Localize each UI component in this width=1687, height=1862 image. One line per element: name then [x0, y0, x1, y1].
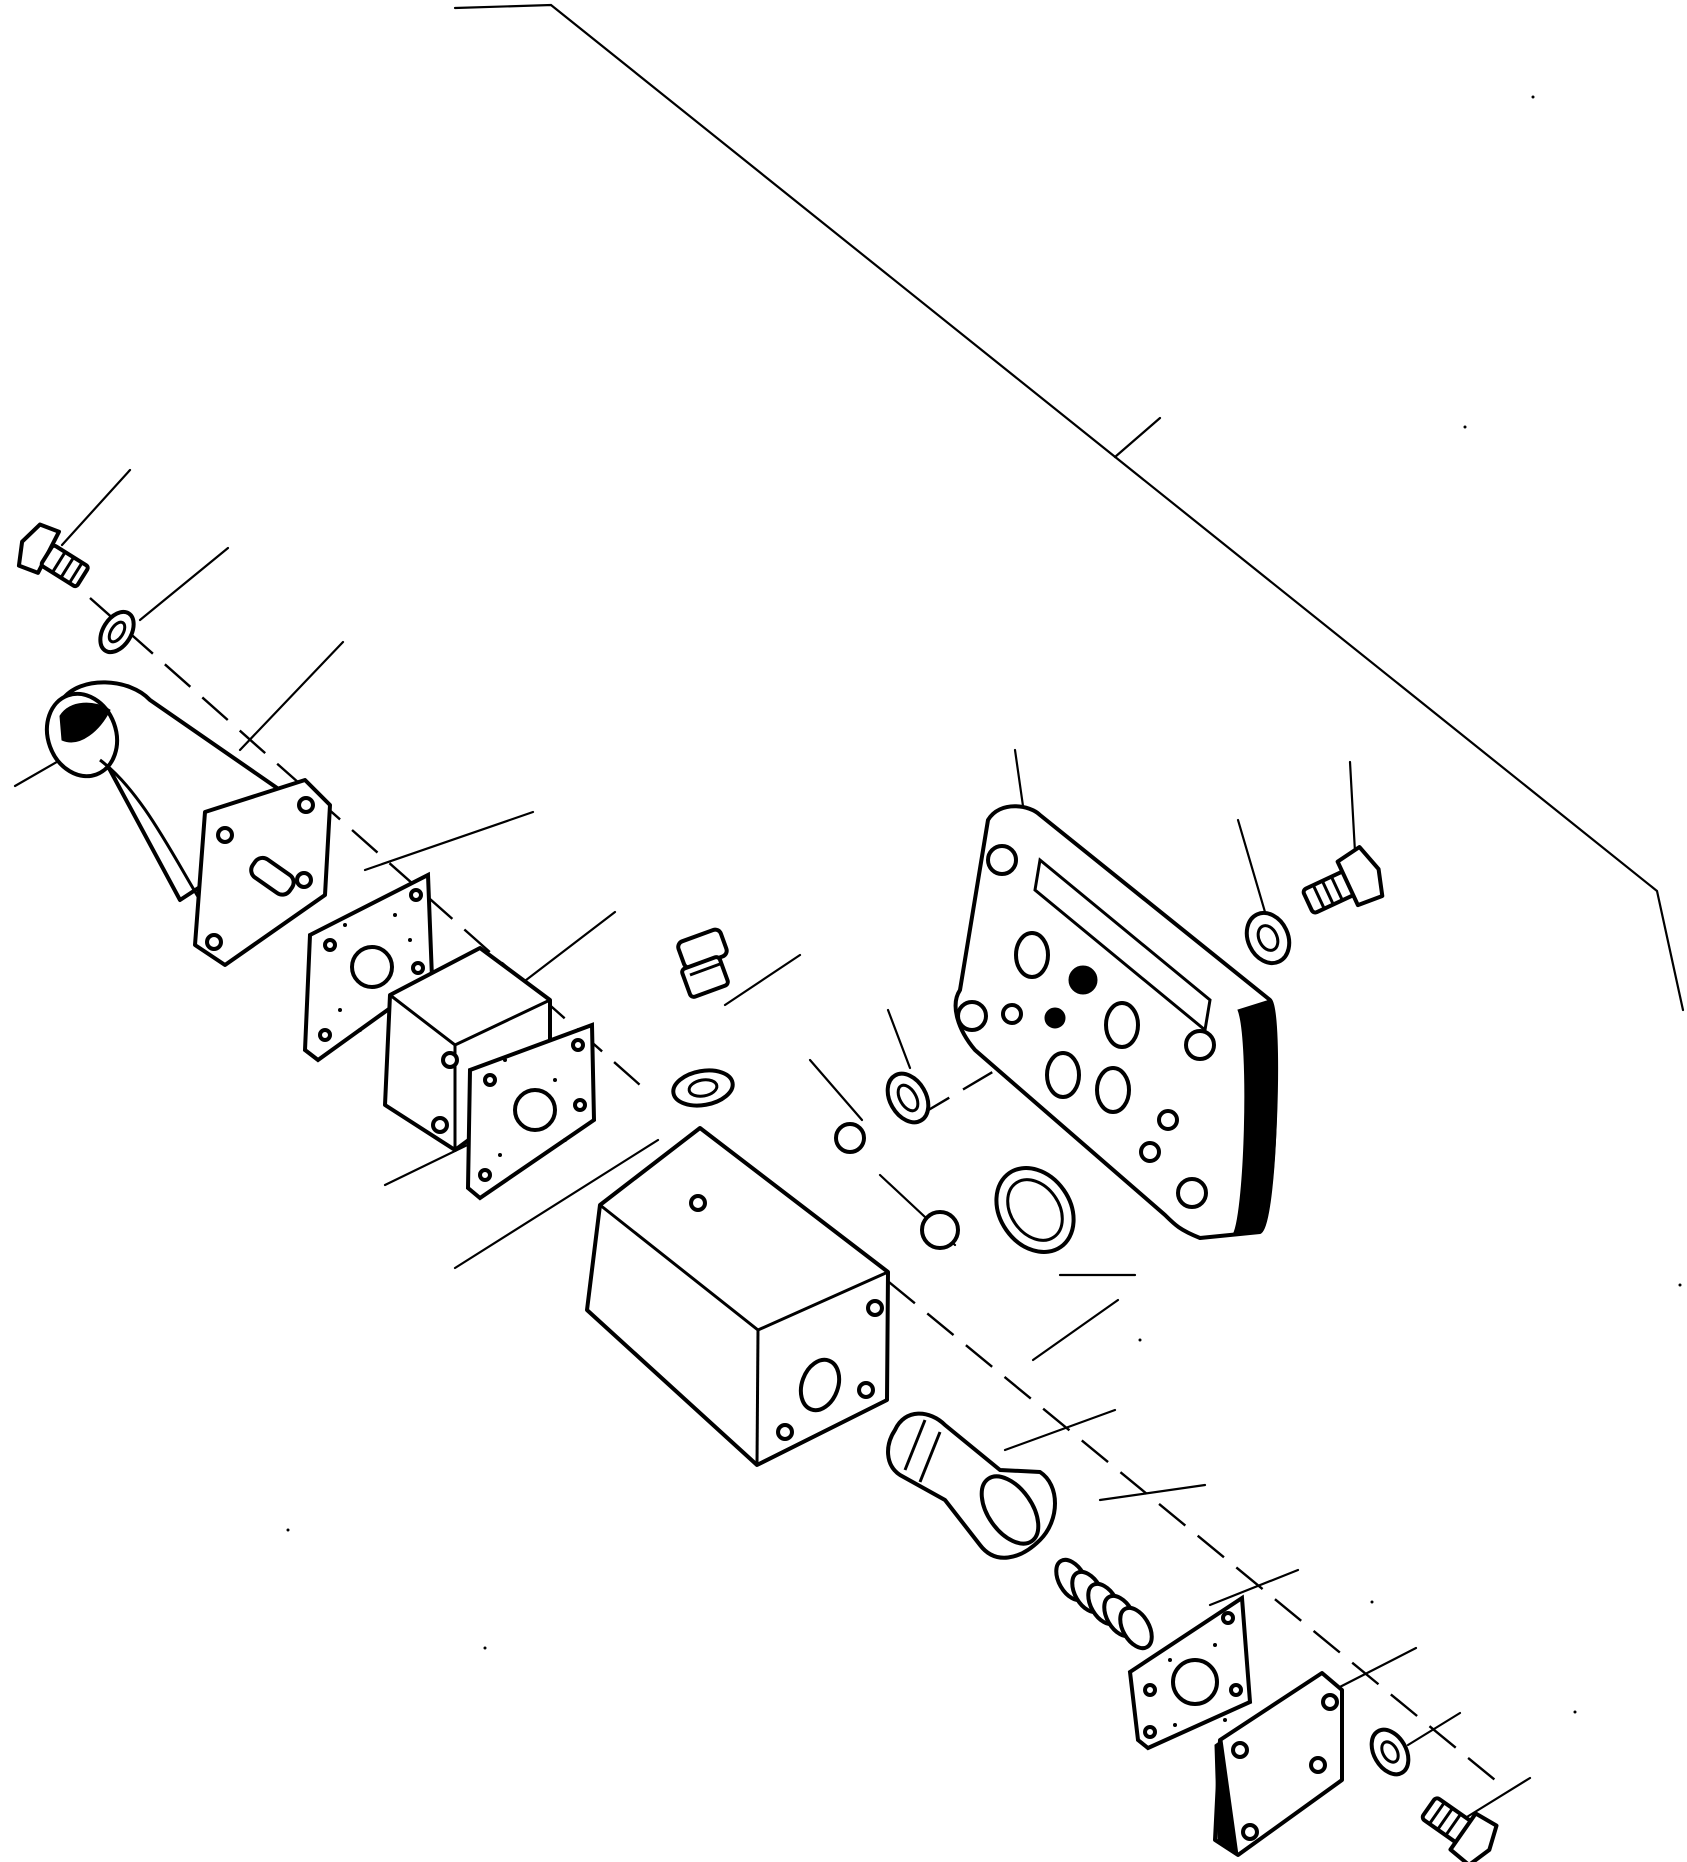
washer-icon [1369, 1727, 1411, 1777]
scan-noise [286, 95, 1682, 1714]
spring-icon [1054, 1557, 1154, 1651]
gasket-icon [465, 1022, 597, 1201]
spool-icon [886, 1411, 1057, 1560]
gasket-icon [1127, 1594, 1253, 1751]
o-ring-icon [994, 1166, 1076, 1254]
bolt-icon [16, 522, 90, 589]
gasket-icon [302, 871, 435, 1063]
ball-icon [834, 1122, 866, 1154]
assembly-axis-lines [89, 597, 1496, 1781]
valve-body-icon [585, 1126, 890, 1467]
leader-lines [13, 468, 1532, 1822]
bolt-icon [1301, 845, 1385, 915]
plug-icon [676, 927, 730, 999]
washer-icon [98, 609, 136, 655]
bolt-icon [1420, 1796, 1499, 1862]
solenoid-icon [44, 680, 332, 967]
o-ring-icon [885, 1071, 931, 1125]
ball-icon [920, 1210, 960, 1250]
assembly-bracket-line [453, 3, 1685, 1012]
cover-icon [1213, 1671, 1344, 1857]
plate-icon [953, 804, 1279, 1240]
washer-icon [1244, 910, 1292, 966]
washer-icon [671, 1068, 735, 1108]
